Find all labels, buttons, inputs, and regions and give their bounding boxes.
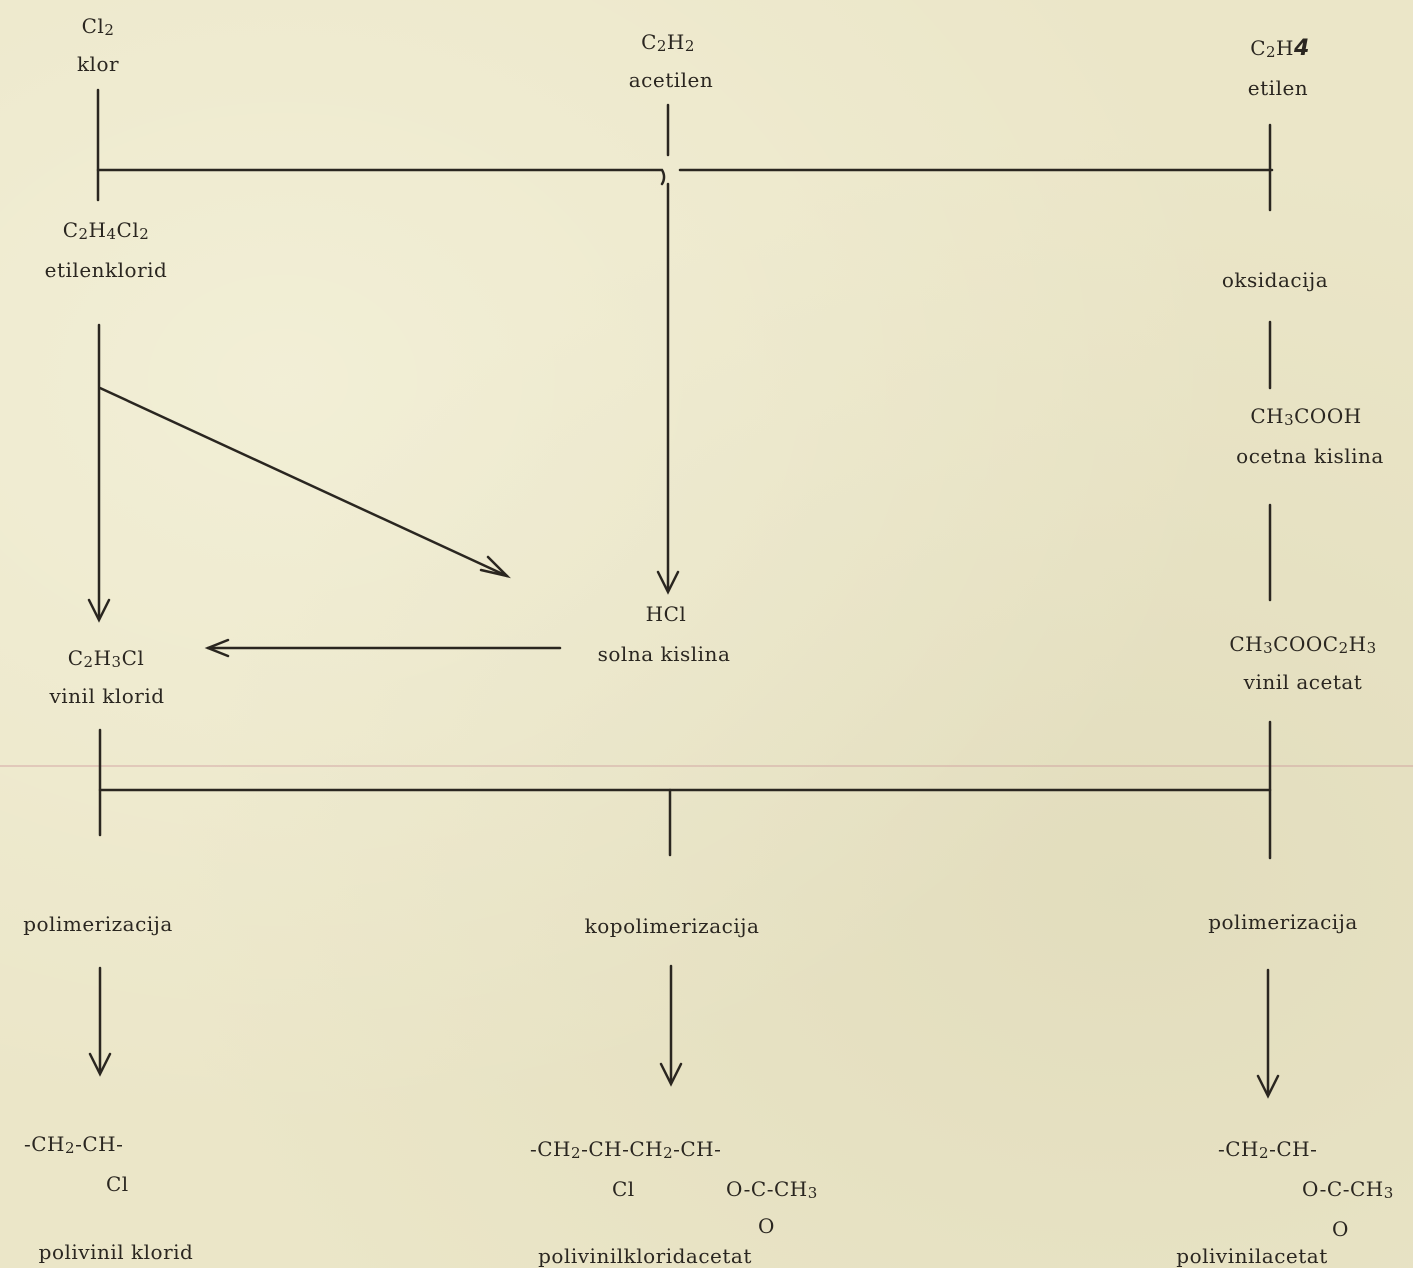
copolymer-acetate-group: O-C-CH3	[726, 1177, 818, 1202]
polimerizacija-right-arrowhead	[1256, 1074, 1280, 1099]
pvc-chain: -CH2-CH-	[24, 1132, 124, 1157]
etilen-formula: C2H4	[1250, 36, 1310, 61]
klor-label: klor	[76, 52, 120, 76]
vinil-acetat-formula: CH3COOC2H3	[1229, 632, 1377, 657]
ocetna-kislina-label: ocetna kislina	[1236, 444, 1384, 468]
vinil-klorid-label: vinil klorid	[49, 684, 165, 708]
acetilen-formula: C2H2	[641, 30, 695, 55]
polivinil-klorid-label: polivinil klorid	[38, 1240, 194, 1264]
vinil-acetat-label: vinil acetat	[1243, 670, 1363, 694]
pva-acetate-group: O-C-CH3	[1302, 1177, 1394, 1202]
pva-chain: -CH2-CH-	[1218, 1137, 1318, 1162]
vinil-klorid-formula: C2H3Cl	[67, 646, 145, 671]
polivinilacetat-label: polivinilacetat	[1176, 1244, 1328, 1268]
copolymer-chain: -CH2-CH-CH2-CH-	[530, 1137, 722, 1162]
hcl-to-vinil-arrowhead	[204, 638, 230, 658]
polivinilkloridacetat-label: polivinilkloridacetat	[538, 1244, 752, 1268]
acetilen-to-hcl-arrowhead	[656, 570, 680, 595]
polimerizacija-left-arrowhead	[88, 1052, 112, 1077]
top-connector-line	[96, 168, 1274, 186]
diagonal-arrowhead	[479, 555, 511, 579]
copolymer-carbonyl-oxygen: O	[758, 1214, 775, 1238]
ocetna-kislina-formula: CH3COOH	[1250, 404, 1362, 429]
etilenklorid-to-vinil-arrowhead	[87, 598, 111, 623]
etilen-label: etilen	[1247, 76, 1309, 100]
klor-formula: Cl2	[81, 14, 115, 39]
solna-kislina-formula: HCl	[645, 602, 687, 626]
kopolimerizacija-arrowhead	[659, 1062, 683, 1087]
faint-ruled-line	[0, 765, 1413, 767]
acetilen-label: acetilen	[628, 68, 714, 92]
oksidacija-label: oksidacija	[1221, 268, 1329, 292]
copolymer-chlorine: Cl	[612, 1177, 635, 1201]
solna-kislina-label: solna kislina	[597, 642, 731, 666]
etilen-handwritten-subscript: 4	[1294, 36, 1310, 61]
pvc-chlorine: Cl	[106, 1172, 129, 1196]
etilenklorid-label: etilenklorid	[44, 258, 168, 282]
etilenklorid-to-hcl-diagonal	[98, 386, 509, 578]
polimerizacija-right-label: polimerizacija	[1208, 910, 1358, 934]
kopolimerizacija-label: kopolimerizacija	[584, 914, 760, 938]
pva-carbonyl-oxygen: O	[1332, 1217, 1349, 1241]
polimerizacija-left-label: polimerizacija	[23, 912, 173, 936]
etilenklorid-formula: C2H4Cl2	[62, 218, 150, 243]
